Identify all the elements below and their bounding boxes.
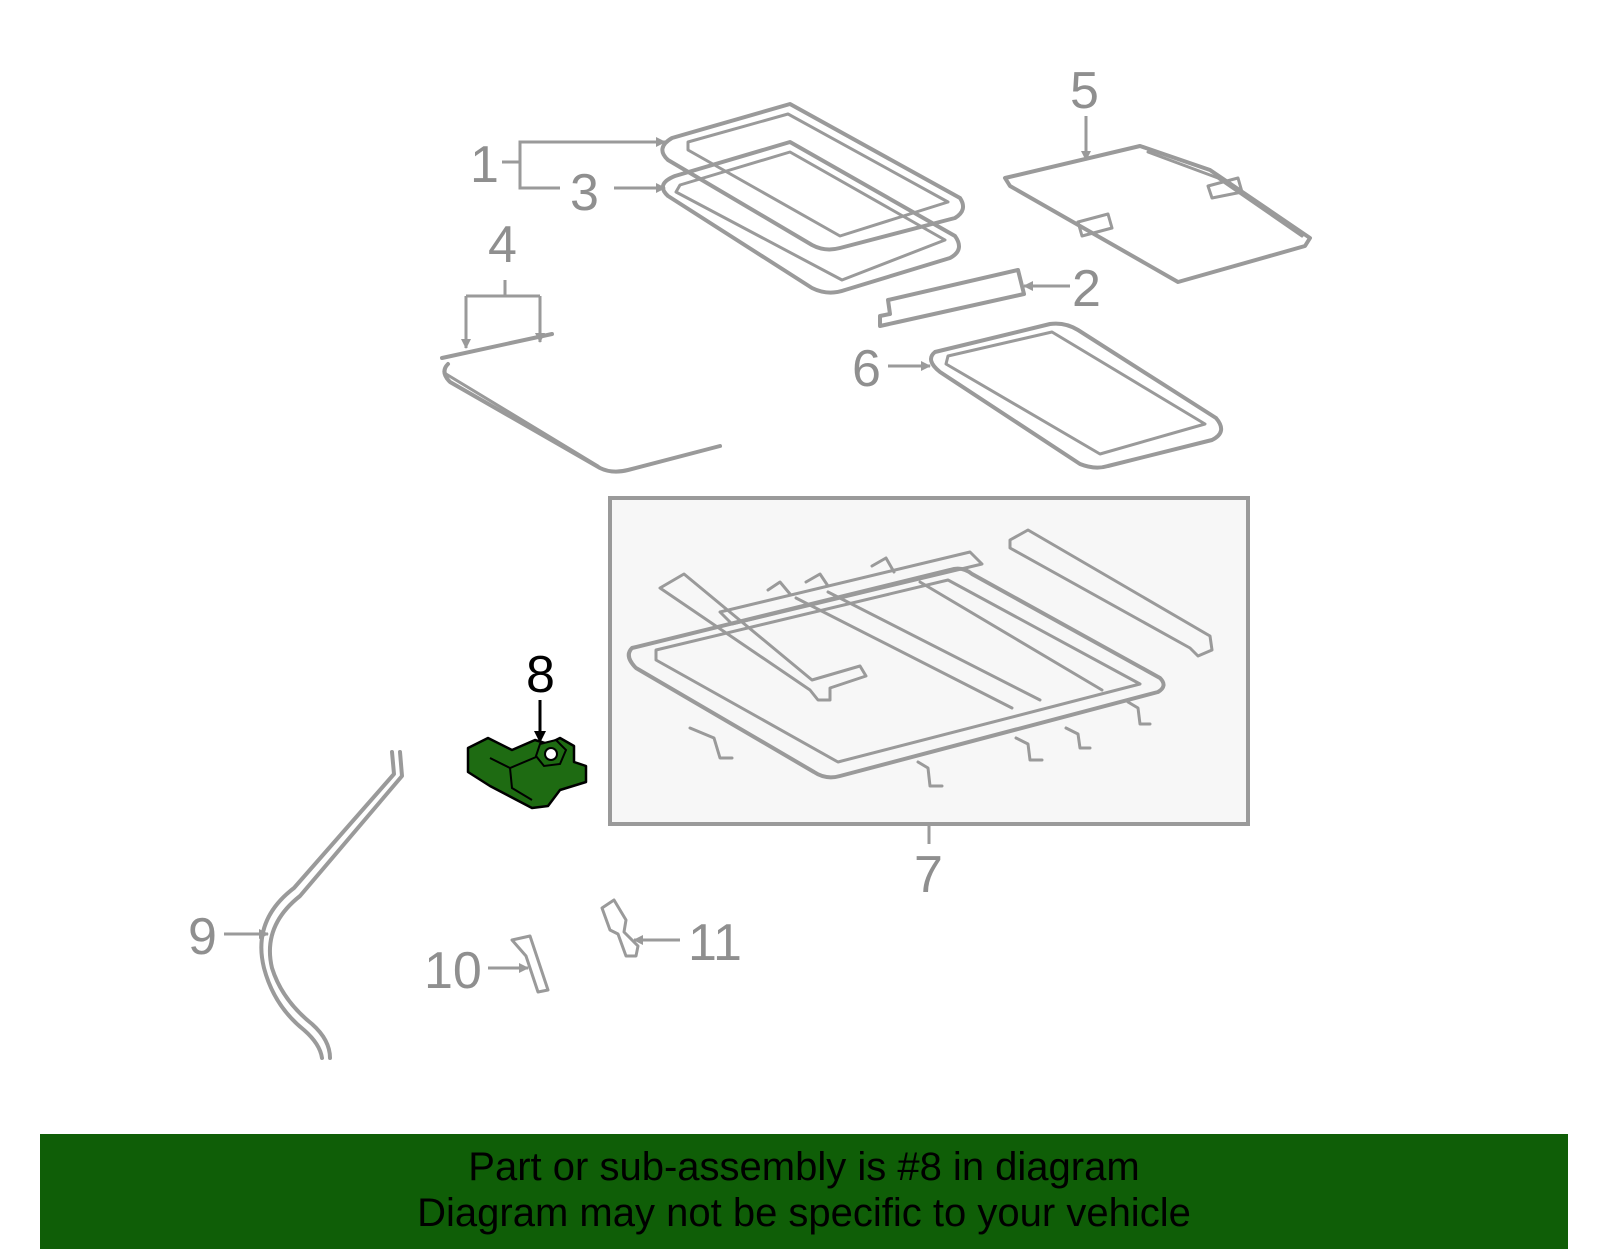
callout-10: 10	[424, 942, 482, 1000]
info-banner: Part or sub-assembly is #8 in diagram Di…	[40, 1134, 1568, 1249]
banner-line-1: Part or sub-assembly is #8 in diagram	[468, 1145, 1140, 1189]
callout-6: 6	[852, 340, 881, 398]
part-7-frame-assembly	[608, 496, 1250, 844]
part-3-weatherstrip	[660, 140, 961, 295]
banner-line-2: Diagram may not be specific to your vehi…	[417, 1191, 1191, 1235]
callout-4: 4	[488, 216, 517, 274]
callout-8: 8	[526, 646, 555, 704]
callout-5: 5	[1070, 62, 1099, 120]
leader-lines	[224, 116, 1091, 973]
callout-7: 7	[914, 846, 943, 904]
callout-11: 11	[688, 914, 742, 972]
callout-2: 2	[1072, 260, 1101, 318]
part-10-bracket	[510, 934, 550, 994]
part-4-drain-trough	[440, 332, 722, 474]
part-5-sunshade	[1003, 144, 1312, 284]
callout-3: 3	[570, 164, 599, 222]
part-1-glass-panel	[660, 102, 966, 252]
part-9-drain-hose	[259, 750, 404, 1060]
part-2-deflector	[878, 268, 1026, 328]
callout-9: 9	[188, 908, 217, 966]
part-8-control-module	[466, 736, 588, 810]
part-11-bracket	[600, 898, 640, 958]
part-6-frame-seal	[929, 321, 1224, 470]
callout-1: 1	[470, 136, 499, 194]
